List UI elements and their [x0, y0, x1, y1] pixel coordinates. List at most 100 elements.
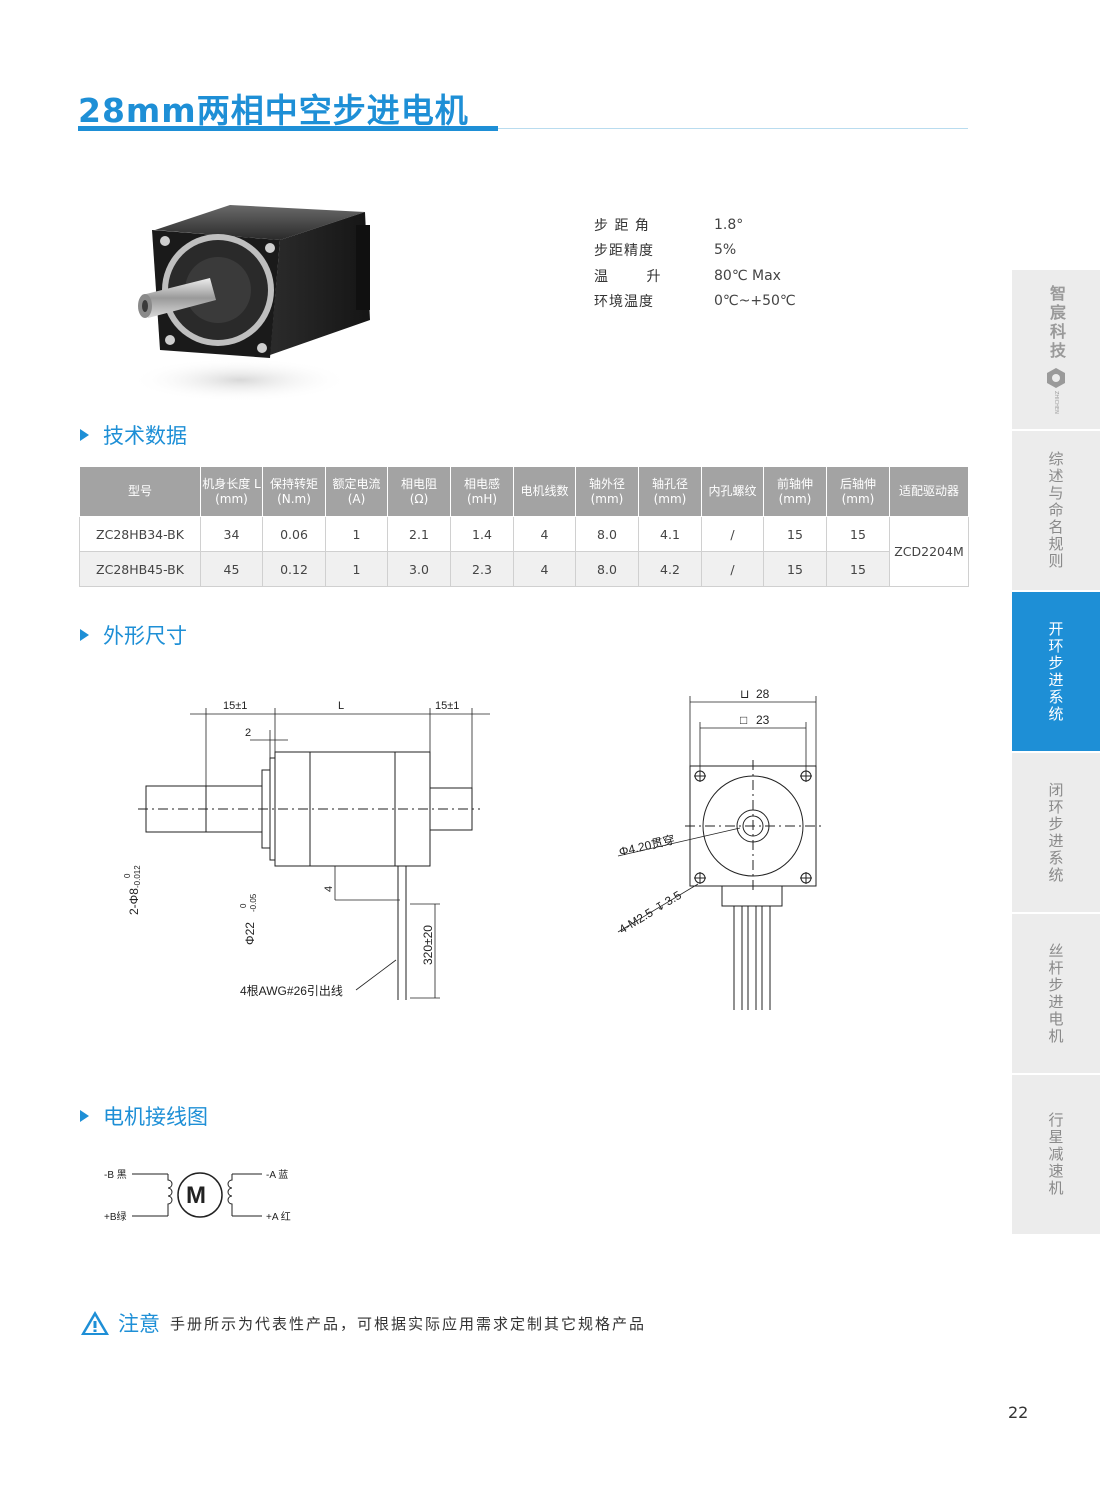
table-cell: / — [701, 551, 764, 587]
table-cell: ZC28HB45-BK — [79, 551, 201, 587]
table-cell: 15 — [826, 516, 890, 552]
column-header: 电机线数 — [513, 466, 576, 517]
table-cell: 45 — [200, 551, 263, 587]
dim-4-label: 4 — [323, 886, 335, 892]
table-header-row: 型号 机身长度 L(mm) 保持转矩(N.m) 额定电流(A) 相电阻(Ω) 相… — [79, 466, 969, 517]
square-outer-label: 28 — [756, 687, 770, 701]
spec-label: 温 升 — [594, 268, 678, 285]
column-header: 内孔螺纹 — [701, 466, 764, 517]
table-cell: 8.0 — [575, 551, 639, 587]
table-cell: 4 — [513, 551, 576, 587]
spec-value: 5% — [714, 242, 737, 259]
sidebar-item-label: 行星减速机 — [1046, 1112, 1065, 1197]
square-inner-symbol: □ — [740, 713, 747, 727]
driver-cell: ZCD2204M — [889, 516, 969, 587]
table-cell: 4.1 — [638, 516, 702, 552]
spec-row: 步 距 角 1.8° — [594, 212, 796, 238]
motor-symbol: M — [186, 1182, 206, 1209]
thread-note-label: 4-M2.5 — [616, 905, 656, 936]
table-cell: 0.06 — [262, 516, 326, 552]
table-row: ZC28HB45-BK 45 0.12 1 3.0 2.3 4 8.0 4.2 … — [79, 551, 969, 587]
table-cell: 1.4 — [450, 516, 514, 552]
triangle-icon — [80, 1110, 89, 1122]
logo-text: 智宸科技 — [1047, 285, 1066, 362]
wire-b-plus: +B绿 — [104, 1210, 127, 1223]
sidebar-item-label: 开环步进系统 — [1046, 620, 1065, 723]
section-dims-heading: 外形尺寸 — [80, 620, 187, 650]
table-cell: 2.3 — [450, 551, 514, 587]
table-row: ZC28HB34-BK 34 0.06 1 2.1 1.4 4 8.0 4.1 … — [79, 516, 969, 587]
table-cell: 2.1 — [387, 516, 451, 552]
logo-sub: ZHICHEN — [1053, 391, 1059, 414]
wire-a-minus: -A 蓝 — [266, 1169, 288, 1181]
hole-note-label: Φ4.20贯穿 — [617, 831, 676, 858]
side-dimensions — [190, 708, 490, 999]
column-header: 机身长度 L(mm) — [200, 466, 263, 517]
shaft-tol-bottom: -0.012 — [133, 865, 142, 888]
sidebar-item-closed-loop[interactable]: 闭环步进系统 — [1012, 753, 1100, 912]
title-underline — [78, 126, 498, 131]
wire-b-minus: -B 黑 — [104, 1169, 127, 1181]
spec-value: 80℃ Max — [714, 267, 781, 284]
motor-photo — [130, 205, 370, 402]
section-title: 外形尺寸 — [103, 624, 187, 648]
section-tech-heading: 技术数据 — [80, 420, 187, 450]
page-number: 22 — [1008, 1403, 1029, 1422]
column-header: 额定电流(A) — [325, 466, 388, 517]
column-header: 后轴伸(mm) — [826, 466, 890, 517]
table-cell: 34 — [200, 516, 263, 552]
table-cell: 1 — [325, 551, 388, 587]
dim-l-label: L — [338, 700, 344, 712]
logo-icon — [1047, 368, 1065, 389]
wiring-diagram: M -B 黑 +B绿 -A 蓝 +A 红 — [104, 1169, 291, 1223]
note-title: 注意 — [118, 1312, 160, 1336]
triangle-icon — [80, 429, 89, 441]
sidebar: 智宸科技 ZHICHEN 综述与命名规则 开环步进系统 闭环步进系统 丝杆步进电… — [1012, 270, 1100, 1236]
table-cell: 4 — [513, 516, 576, 552]
spec-label: 步 距 角 — [594, 217, 650, 234]
table-cell: 15 — [763, 516, 827, 552]
spec-list: 步 距 角 1.8° 步距精度 5% 温 升 80℃ Max 环境温度 0℃~+… — [594, 212, 796, 314]
table-cell: 0.12 — [262, 551, 326, 587]
column-header: 前轴伸(mm) — [763, 466, 827, 517]
column-header: 保持转矩(N.m) — [262, 466, 326, 517]
sidebar-item-planetary[interactable]: 行星减速机 — [1012, 1075, 1100, 1234]
warning-icon — [81, 1311, 109, 1335]
dim-rear-label: 15±1 — [435, 700, 459, 712]
column-header: 相电阻(Ω) — [387, 466, 451, 517]
sidebar-item-label: 丝杆步进电机 — [1046, 942, 1065, 1045]
section-title: 技术数据 — [103, 424, 187, 448]
spec-row: 温 升 80℃ Max — [594, 263, 796, 289]
table-cell: 15 — [763, 551, 827, 587]
section-title: 电机接线图 — [103, 1105, 208, 1129]
dim-2-label: 2 — [245, 727, 251, 739]
thread-depth-label: 3.5 — [662, 888, 684, 909]
column-header: 轴孔径(mm) — [638, 466, 702, 517]
sidebar-item-lead-screw[interactable]: 丝杆步进电机 — [1012, 914, 1100, 1073]
spec-label: 环境温度 — [594, 294, 654, 311]
front-dimensions — [617, 696, 817, 933]
column-header: 型号 — [79, 466, 201, 517]
spec-label: 步距精度 — [594, 243, 654, 260]
table-cell: 8.0 — [575, 516, 639, 552]
table-cell: / — [701, 516, 764, 552]
note: 注意 手册所示为代表性产品，可根据实际应用需求定制其它规格产品 — [80, 1308, 646, 1338]
title-rule — [498, 128, 968, 129]
shaft-dia-label: 2-Φ8 — [127, 888, 141, 915]
note-text: 手册所示为代表性产品，可根据实际应用需求定制其它规格产品 — [170, 1314, 647, 1333]
lead-length-label: 320±20 — [421, 925, 435, 965]
square-inner-label: 23 — [756, 713, 770, 727]
front-view — [685, 760, 821, 1010]
wire-a-plus: +A 红 — [266, 1210, 291, 1223]
spec-row: 环境温度 0℃~+50℃ — [594, 289, 796, 315]
triangle-icon — [80, 629, 89, 641]
page-title: 28mm两相中空步进电机 — [78, 91, 469, 130]
sidebar-item-open-loop[interactable]: 开环步进系统 — [1012, 592, 1100, 751]
pilot-dia-label: Φ22 — [243, 922, 257, 945]
spec-row: 步距精度 5% — [594, 238, 796, 264]
sidebar-item-overview[interactable]: 综述与命名规则 — [1012, 431, 1100, 590]
table-cell: ZC28HB34-BK — [79, 516, 201, 552]
dim-front-label: 15±1 — [223, 700, 247, 712]
table-cell: 1 — [325, 516, 388, 552]
side-view — [138, 751, 480, 1000]
